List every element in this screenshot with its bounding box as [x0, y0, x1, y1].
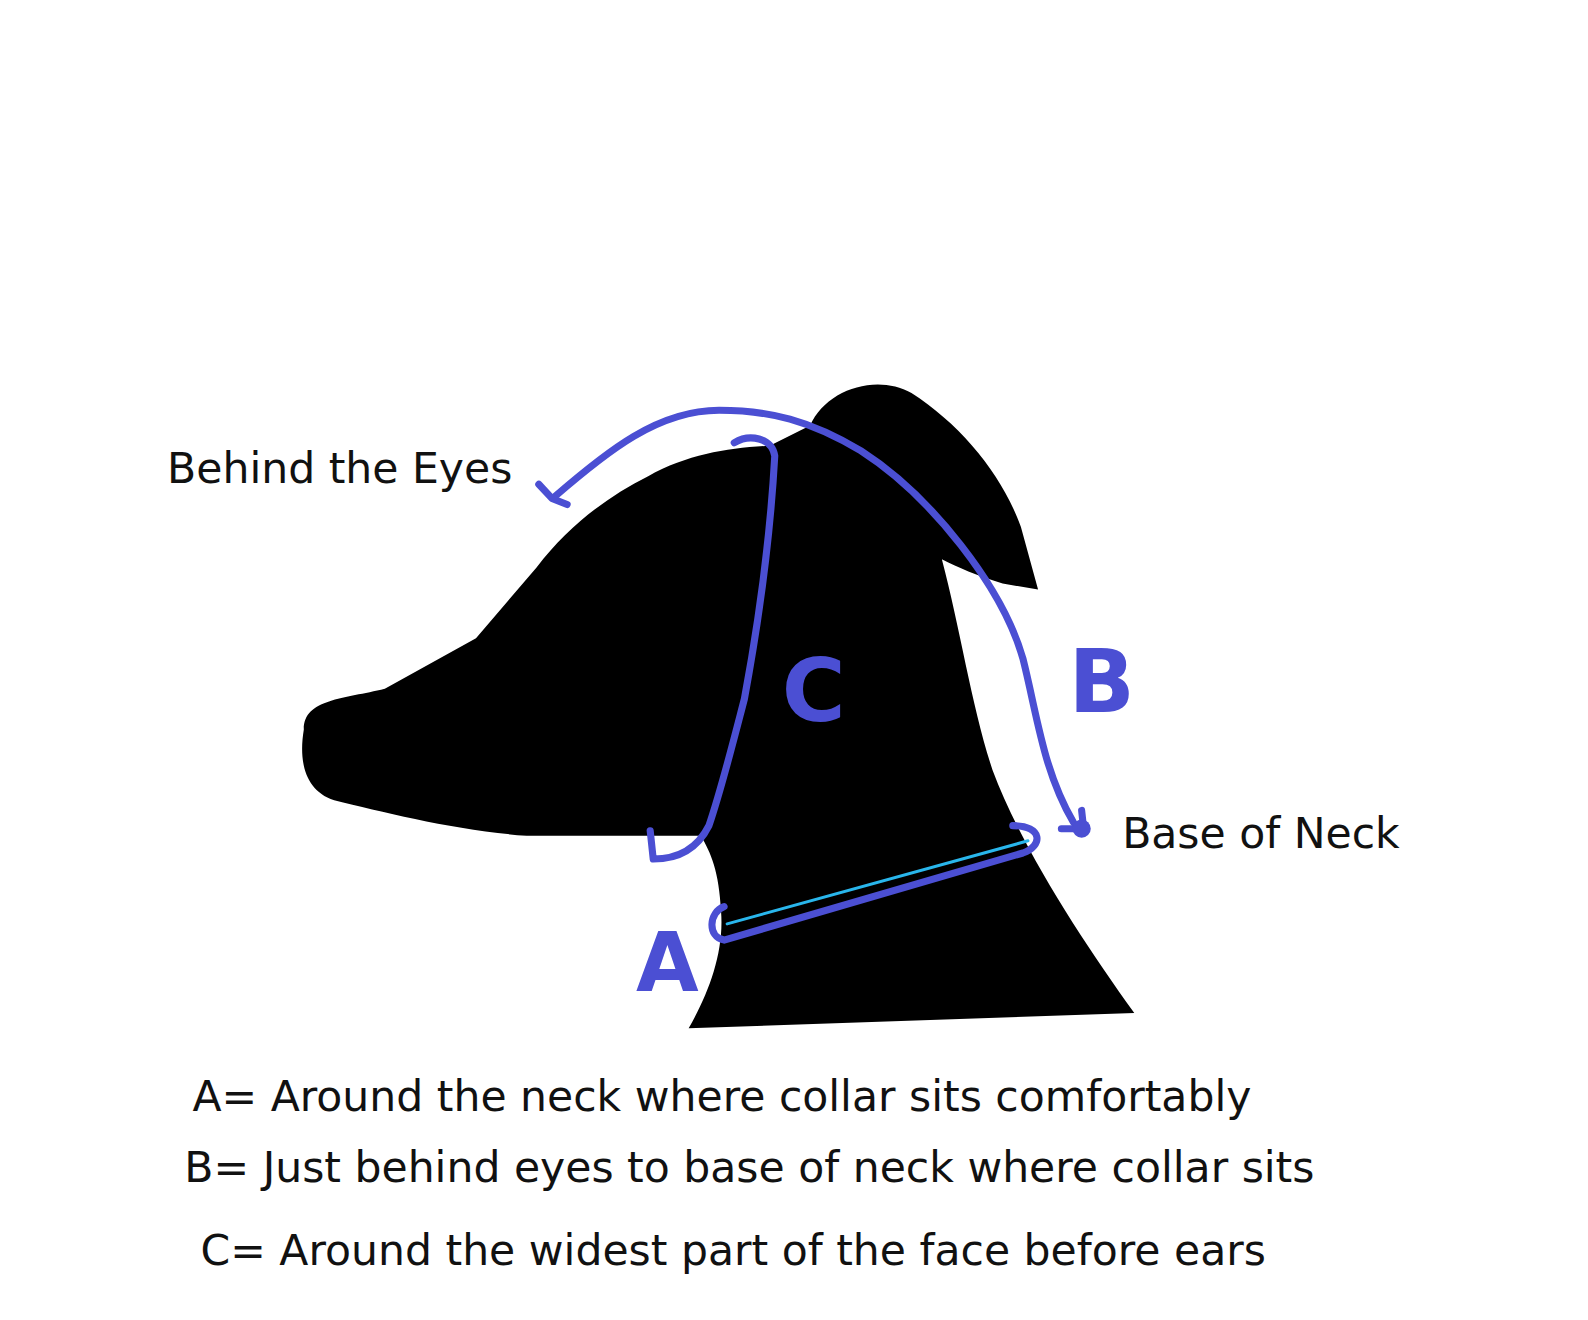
measurement-note: Behind the Eyes: [167, 448, 512, 491]
arrow-dot: [1073, 820, 1091, 838]
callout-letter: B: [1068, 639, 1134, 726]
measurement-note: Base of Neck: [1122, 813, 1400, 856]
measure-line-a-highlight: [727, 841, 1028, 924]
arrowhead-behind-eyes: [539, 484, 567, 504]
legend-note: B= Just behind eyes to base of neck wher…: [184, 1147, 1314, 1190]
measure-line-b: [555, 410, 1074, 822]
callout-letter: C: [782, 648, 846, 735]
measure-line-a: [712, 826, 1037, 940]
legend-note: C= Around the widest part of the face be…: [201, 1230, 1266, 1273]
legend-note: A= Around the neck where collar sits com…: [192, 1076, 1251, 1119]
callout-letter: A: [636, 923, 699, 1004]
measure-line-c: [650, 438, 775, 859]
